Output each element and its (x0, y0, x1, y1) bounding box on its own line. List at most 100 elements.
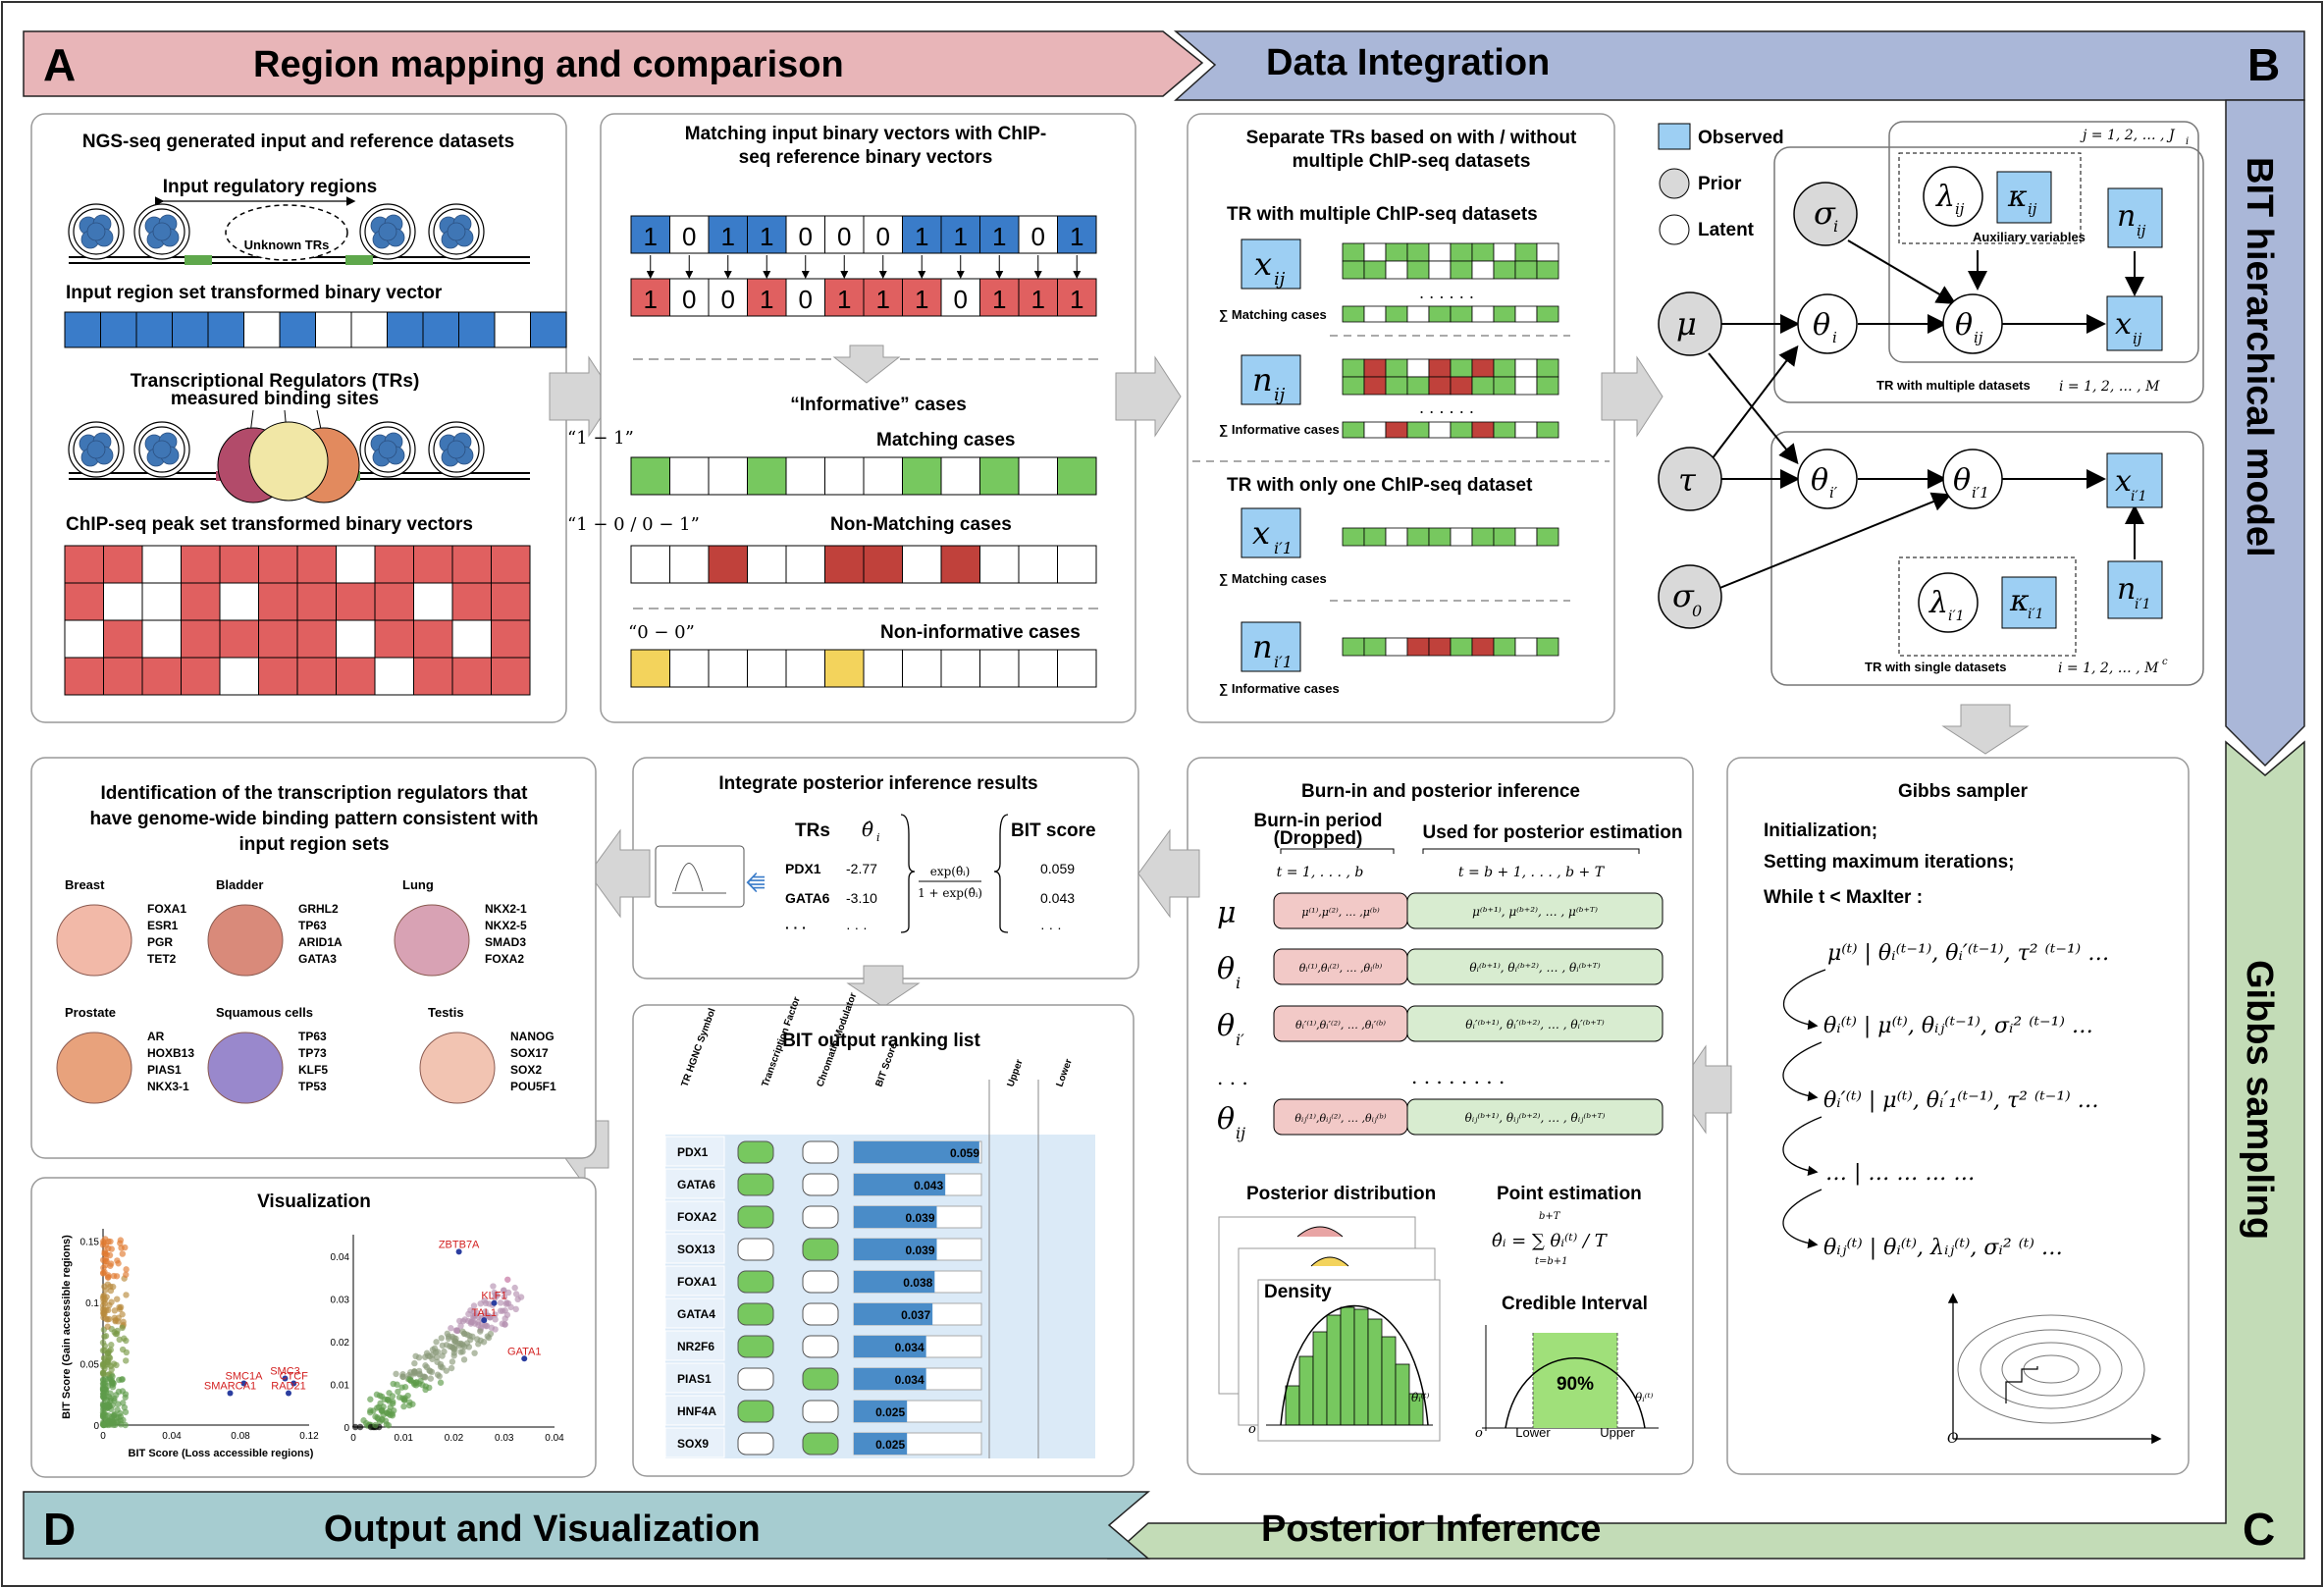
organ-gene: TP63 (298, 1030, 327, 1043)
arrow-down-1 (1941, 704, 2030, 755)
rank-tr: GATA4 (677, 1307, 715, 1321)
case-cell (669, 456, 710, 496)
scatter-point (119, 1250, 127, 1257)
x-sum-cell (1342, 305, 1365, 323)
chip-cell (296, 582, 337, 621)
panel-separate-trs: Separate TRs based on with / without mul… (1187, 113, 1615, 723)
case-cell (1018, 456, 1058, 496)
scatter-point (376, 1392, 384, 1400)
hist-bar (1326, 1314, 1342, 1426)
rank-tr-cell (664, 1136, 725, 1167)
top-vector-digit: 1 (992, 222, 1006, 251)
integrate-bit: 0.059 (1040, 861, 1075, 876)
top-vector-digit: 0 (799, 222, 813, 251)
arrow-down-2 (846, 965, 921, 1008)
scatter-point (107, 1260, 115, 1267)
unknown-trs-label: Unknown TRs (244, 238, 330, 252)
x-single-row (1342, 527, 1559, 547)
ns-cell (1450, 637, 1473, 657)
svg-text:x: x (1252, 514, 1270, 552)
scatter-point (109, 1379, 117, 1386)
bottom-vector-cell (863, 278, 903, 317)
chip-cell (451, 582, 492, 621)
bottom-vector-digit: 1 (837, 285, 851, 314)
n-sum-cell (1428, 421, 1452, 439)
vector-arrows (646, 255, 1082, 279)
scatter-point (123, 1357, 130, 1364)
case-cell (863, 456, 903, 496)
xs-cell (1514, 527, 1538, 547)
scatter-point (108, 1298, 115, 1305)
x-cell (1536, 260, 1559, 280)
band-c-title: Posterior Inference (1261, 1509, 1601, 1550)
integrate-tr: · · · (785, 920, 807, 935)
bit-score-col: BIT score (1011, 820, 1096, 841)
n-cell (1428, 358, 1452, 378)
scatter-point (459, 1349, 466, 1355)
scatter-point (502, 1315, 508, 1322)
organ-gene: GATA3 (298, 952, 337, 966)
chip-cell (336, 545, 376, 584)
burn-row-symbol: θ (1217, 1102, 1235, 1137)
scatter-point (449, 1344, 455, 1350)
svg-text:n: n (1252, 628, 1273, 665)
scatter-point (107, 1395, 115, 1403)
scatter-point (437, 1379, 445, 1386)
chip-cell (413, 582, 453, 621)
scatter-point (101, 1410, 108, 1417)
bottom-vector-cell (669, 278, 710, 317)
burn-right-text: θᵢⱼ⁽ᵇ⁺¹⁾, θᵢⱼ⁽ᵇ⁺²⁾, … , θᵢⱼ⁽ᵇ⁺ᵀ⁾ (1465, 1111, 1606, 1125)
x-cell (1450, 242, 1473, 262)
theta-i-node (1797, 293, 1858, 354)
scatter-point (372, 1413, 379, 1420)
svg-text:. . . . . .: . . . . . . (1419, 284, 1474, 302)
input-vector-cell (350, 311, 388, 348)
x-tick: 0.08 (231, 1431, 250, 1442)
top-vector-cell (979, 215, 1020, 254)
rank-tr: PIAS1 (677, 1372, 712, 1386)
label-point (521, 1355, 528, 1362)
rank-score: 0.043 (914, 1179, 943, 1192)
case-cell (630, 649, 670, 688)
noninformative-label: Non-informative cases (880, 622, 1081, 643)
i-range: i = 1, 2, … , M (2059, 379, 2160, 395)
top-vector-digit: 0 (682, 222, 696, 251)
scatter-point (504, 1289, 512, 1297)
band-c-letter: C (2243, 1504, 2275, 1555)
scatter-point (409, 1401, 416, 1407)
scatter-point (102, 1332, 110, 1340)
svg-text:i′1: i′1 (1274, 539, 1293, 557)
scatter-point (123, 1271, 130, 1278)
scatter-point (100, 1370, 107, 1377)
burn-row-symbol: μ (1217, 896, 1237, 930)
arrow-left-3 (588, 828, 651, 919)
scatter-point (475, 1321, 482, 1329)
scatter-point (119, 1324, 126, 1332)
x-tick: 0.01 (395, 1433, 414, 1444)
computer-icon (655, 845, 745, 908)
panel2-title-1: Matching input binary vectors with ChIP- (685, 124, 1046, 144)
organ-gene: SOX17 (510, 1046, 549, 1060)
case-cell (1018, 545, 1058, 584)
theta-ij-node (1942, 293, 2003, 354)
rank-score-bar (854, 1336, 926, 1357)
scatter-point (99, 1269, 107, 1277)
scatter-point (367, 1406, 374, 1414)
n-cell (1536, 358, 1559, 378)
bottom-vector-digit: 1 (1031, 285, 1045, 314)
scatter-point (492, 1316, 499, 1323)
point-label: SMC3 (270, 1366, 300, 1378)
nonmatching-label: Non-Matching cases (830, 514, 1012, 535)
input-vector-cell (315, 311, 352, 348)
case-cell (979, 649, 1020, 688)
chip-cell (374, 582, 414, 621)
scatter-point (119, 1346, 127, 1353)
chip-cell (103, 657, 143, 696)
organ-gene: SMAD3 (485, 935, 526, 949)
input-vector-cell (494, 311, 531, 348)
scatter-point (115, 1401, 122, 1407)
scatter-point (469, 1318, 476, 1325)
